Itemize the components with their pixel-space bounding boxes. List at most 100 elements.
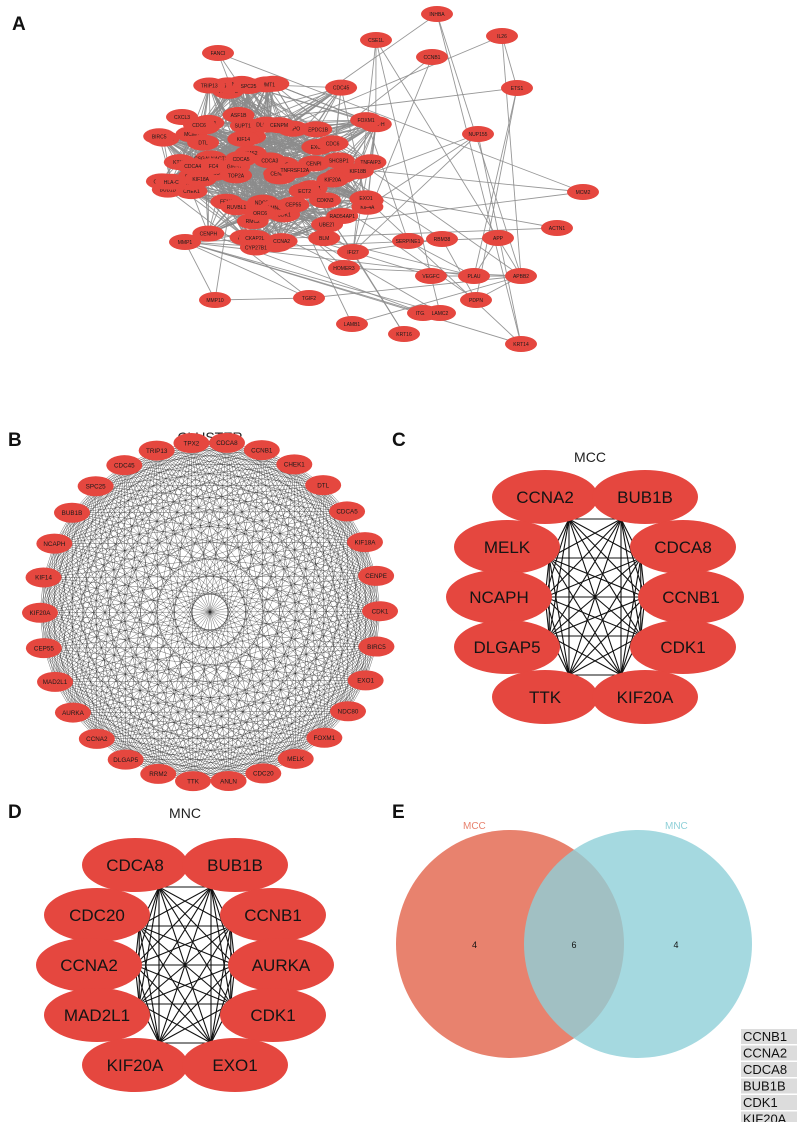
network-a-node-actn1[interactable]: ACTN1 (541, 220, 573, 236)
cluster-node-cdc20[interactable]: CDC20 (245, 763, 282, 784)
network-a-node-apbb2[interactable]: APBB2 (505, 268, 537, 284)
mcc-node-melk[interactable]: MELK (454, 520, 560, 574)
network-a-node-app[interactable]: APP (482, 230, 514, 246)
mnc-node-mad2l1[interactable]: MAD2L1 (44, 988, 150, 1042)
network-a-node-cdca4[interactable]: CDCA4 (176, 158, 209, 175)
network-a-node-mcm2[interactable]: MCM2 (567, 184, 599, 200)
network-a-node-asf1b[interactable]: ASF1B (222, 107, 255, 124)
mcc-node-cdk1[interactable]: CDK1 (630, 620, 736, 674)
network-a-node-serpine1[interactable]: SERPINE1 (392, 233, 424, 249)
network-a-node-spc25[interactable]: SPC25 (232, 78, 265, 95)
network-a-node-exo1[interactable]: EXO1 (349, 190, 382, 207)
network-a-node-krt16[interactable]: KRT16 (388, 326, 420, 342)
cluster-node-cenpe[interactable]: CENPE (358, 565, 395, 586)
network-a-node-mmp10[interactable]: MMP10 (199, 292, 231, 308)
cluster-node-bub1b[interactable]: BUB1B (53, 502, 90, 523)
network-a-node-vegfc[interactable]: VEGFC (415, 268, 447, 284)
cluster-node-kif14[interactable]: KIF14 (25, 567, 62, 588)
cluster-node-ndc80[interactable]: NDC80 (330, 701, 367, 722)
network-a-node-homer3[interactable]: HOMER3 (328, 260, 360, 276)
cluster-node-mad2l1[interactable]: MAD2L1 (37, 671, 74, 692)
network-a-node-cse1l[interactable]: CSE1L (360, 32, 392, 48)
cluster-node-exo1[interactable]: EXO1 (347, 670, 384, 691)
network-a-node-cenpm[interactable]: CENPM (262, 117, 295, 134)
network-a-node-cep55[interactable]: CEP55 (277, 196, 310, 213)
mnc-node-cdca8[interactable]: CDCA8 (82, 838, 188, 892)
cluster-node-birc5[interactable]: BIRC5 (358, 636, 395, 657)
network-a-node-kif18b[interactable]: KIF18B (341, 163, 374, 180)
network-a-node-ccna2[interactable]: CCNA2 (265, 233, 298, 250)
mcc-node-kif20a[interactable]: KIF20A (592, 670, 698, 724)
network-a-node-cyp27b1[interactable]: CYP27B1 (239, 239, 272, 256)
cluster-node-anln[interactable]: ANLN (210, 770, 247, 791)
network-a-node-cxcl3[interactable]: CXCL3 (166, 109, 198, 125)
cluster-node-cdca8[interactable]: CDCA8 (208, 432, 245, 453)
network-a-node-trip13[interactable]: TRIP13 (193, 77, 226, 94)
mcc-node-ttk[interactable]: TTK (492, 670, 598, 724)
network-a-node-top2a[interactable]: TOP2A (219, 167, 252, 184)
cluster-node-melk[interactable]: MELK (277, 748, 314, 769)
mnc-node-bub1b[interactable]: BUB1B (182, 838, 288, 892)
network-a-node-lamc2[interactable]: LAMC2 (424, 305, 456, 321)
network-a-node-lamb1[interactable]: LAMB1 (336, 316, 368, 332)
mnc-node-exo1[interactable]: EXO1 (182, 1038, 288, 1092)
network-a-node-pdpn[interactable]: PDPN (460, 292, 492, 308)
cluster-node-tpx2[interactable]: TPX2 (173, 433, 210, 454)
cluster-node-kif20a[interactable]: KIF20A (22, 602, 59, 623)
mcc-node-dlgap5[interactable]: DLGAP5 (454, 620, 560, 674)
network-a-node-kif14[interactable]: KIF14 (227, 131, 260, 148)
network-a-node-birc5[interactable]: BIRC5 (143, 128, 176, 145)
mcc-node-ccnb1[interactable]: CCNB1 (638, 570, 744, 624)
cluster-node-rrm2[interactable]: RRM2 (140, 763, 177, 784)
mcc-node-ccna2[interactable]: CCNA2 (492, 470, 598, 524)
cluster-node-dlgap5[interactable]: DLGAP5 (107, 749, 144, 770)
network-a-node-ets1[interactable]: ETS1 (501, 80, 533, 96)
cluster-node-ccna2[interactable]: CCNA2 (78, 728, 115, 749)
network-a-node-cdca5[interactable]: CDCA5 (225, 150, 258, 167)
mcc-node-cdca8[interactable]: CDCA8 (630, 520, 736, 574)
network-a-node-ifi27[interactable]: IFI27 (337, 244, 369, 260)
network-a-node-mmp1[interactable]: MMP1 (169, 234, 201, 250)
mcc-node-bub1b[interactable]: BUB1B (592, 470, 698, 524)
mnc-node-cdk1[interactable]: CDK1 (220, 988, 326, 1042)
network-a-node-il26[interactable]: IL26 (486, 28, 518, 44)
network-a-node-rad54ap1[interactable]: RAD54AP1 (326, 207, 359, 224)
cluster-node-chek1[interactable]: CHEK1 (276, 454, 313, 475)
cluster-node-ttk[interactable]: TTK (175, 771, 212, 792)
cluster-node-foxm1[interactable]: FOXM1 (306, 727, 343, 748)
network-a-node-cdc6[interactable]: CDC6 (316, 135, 349, 152)
mnc-node-kif20a[interactable]: KIF20A (82, 1038, 188, 1092)
cluster-node-trip13[interactable]: TRIP13 (138, 440, 175, 461)
network-a-node-cdc45[interactable]: CDC45 (325, 79, 358, 96)
cluster-node-aurka[interactable]: AURKA (54, 702, 91, 723)
network-a-node-ect2[interactable]: ECT2 (288, 182, 321, 199)
network-a-node-nup155[interactable]: NUP155 (462, 126, 494, 142)
cluster-node-cdc45[interactable]: CDC45 (106, 455, 143, 476)
network-a-node-cenph[interactable]: CENPH (192, 225, 225, 242)
cluster-node-cdk1[interactable]: CDK1 (361, 601, 398, 622)
network-a-node-kif20a[interactable]: KIF20A (316, 171, 349, 188)
cluster-node-cdca5[interactable]: CDCA5 (329, 501, 366, 522)
network-a-node-foxm1[interactable]: FOXM1 (350, 112, 383, 129)
cluster-node-spc25[interactable]: SPC25 (77, 476, 114, 497)
network-a-node-depdc1b[interactable]: DEPDC1B (300, 121, 333, 138)
network-a-node-plau[interactable]: PLAU (458, 268, 490, 284)
mnc-node-ccnb1[interactable]: CCNB1 (220, 888, 326, 942)
cluster-node-cep55[interactable]: CEP55 (25, 638, 62, 659)
network-a-node-cdkn3[interactable]: CDKN3 (309, 192, 342, 209)
network-a-node-dtl[interactable]: DTL (187, 134, 220, 151)
mcc-node-ncaph[interactable]: NCAPH (446, 570, 552, 624)
network-a-node-blm[interactable]: BLM (308, 230, 341, 247)
cluster-node-kif18a[interactable]: KIF18A (346, 532, 383, 553)
cluster-node-dtl[interactable]: DTL (305, 475, 342, 496)
mnc-node-ccna2[interactable]: CCNA2 (36, 938, 142, 992)
network-a-node-hla-c[interactable]: HLA-C (155, 173, 188, 190)
network-a-node-krt14[interactable]: KRT14 (505, 336, 537, 352)
network-a-node-shcbp1[interactable]: SHCBP1 (322, 152, 355, 169)
mnc-node-cdc20[interactable]: CDC20 (44, 888, 150, 942)
network-a-node-cdca3[interactable]: CDCA3 (253, 152, 286, 169)
network-a-node-tnfrsf12a[interactable]: TNFRSF12A (278, 161, 311, 178)
network-a-node-fanci[interactable]: FANCI (202, 45, 234, 61)
network-a-node-ccnb1[interactable]: CCNB1 (416, 49, 448, 65)
cluster-node-ncaph[interactable]: NCAPH (36, 533, 73, 554)
